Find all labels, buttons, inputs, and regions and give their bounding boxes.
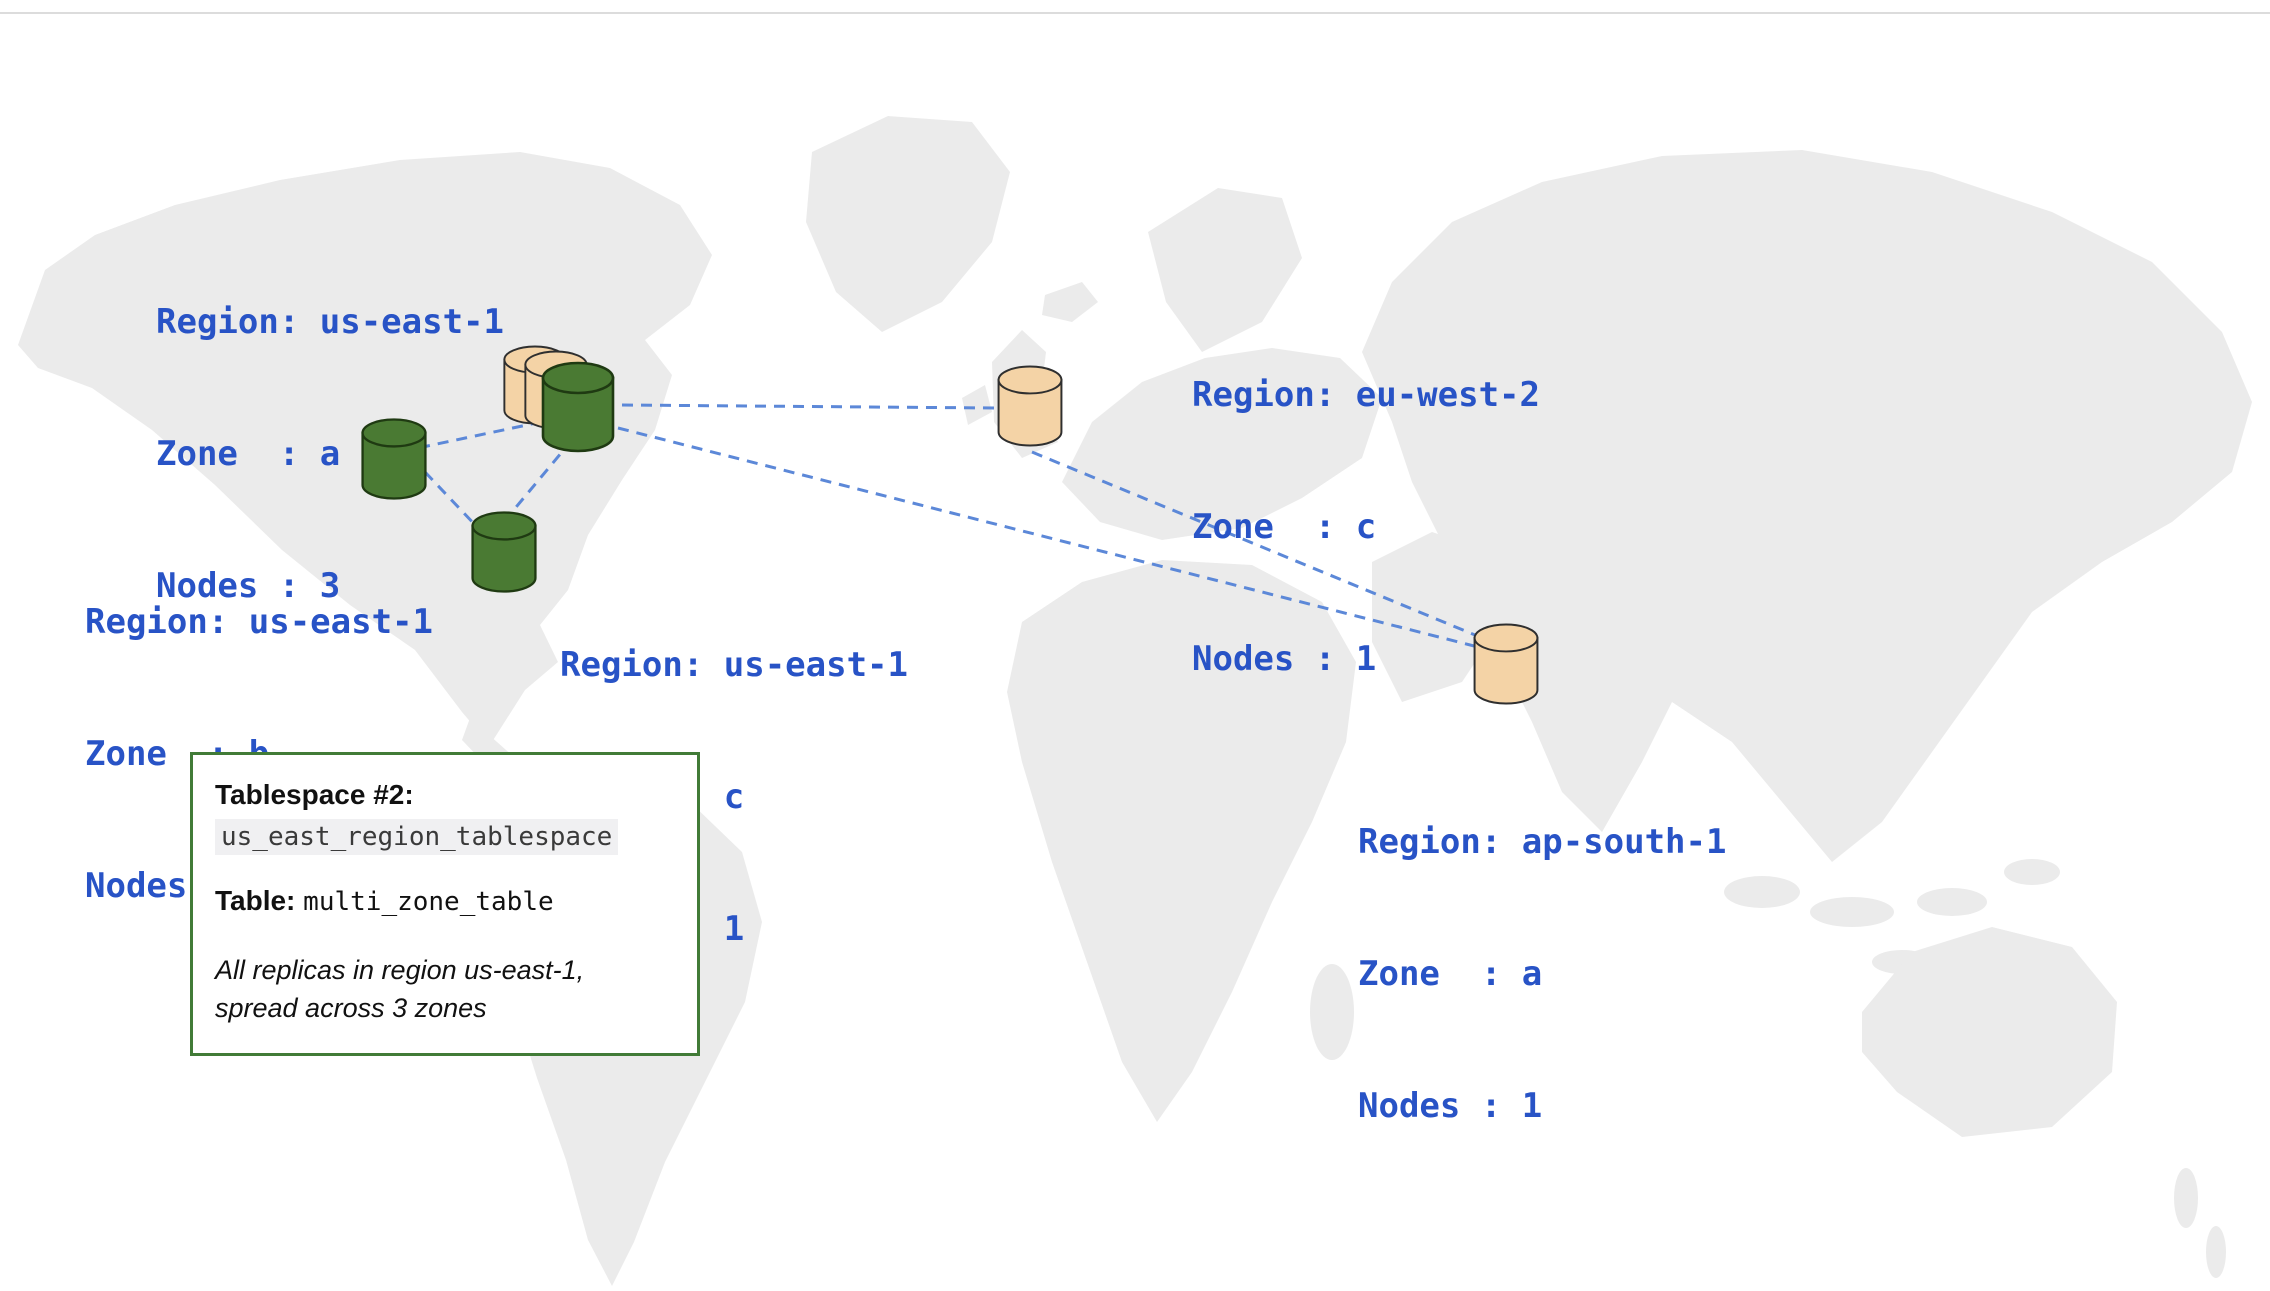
zone-label-zone: Zone : a (1358, 954, 1543, 994)
zone-label-us-east-1a: Region: us-east-1 Zone : a Nodes : 3 (156, 212, 504, 696)
db-node-cluster-us-east-1a (500, 342, 680, 472)
landmass-indonesia-1 (1724, 876, 1800, 908)
landmass-japan (2108, 390, 2148, 494)
landmass-madagascar (1310, 964, 1354, 1060)
continents (18, 116, 2252, 1286)
landmass-ireland (962, 385, 992, 425)
landmass-africa (1007, 560, 1356, 1122)
tablespace-info-box: Tablespace #2: us_east_region_tablespace… (190, 752, 700, 1056)
replication-link-a-ap (617, 426, 1483, 650)
database-node-icon (361, 418, 427, 500)
db-node-us-east-1c (468, 508, 542, 598)
landmass-iceland (1042, 282, 1098, 322)
tablespace-note-line-1: All replicas in region us-east-1, (215, 955, 585, 985)
db-node-ap-south-1a (1470, 620, 1544, 710)
tablespace-note-line-2: spread across 3 zones (215, 993, 487, 1023)
database-node-icon (471, 511, 537, 593)
table-label: Table: (215, 885, 296, 916)
zone-label-ap-south-1a: Region: ap-south-1 Zone : a Nodes : 1 (1358, 732, 1726, 1216)
zone-label-region: Region: ap-south-1 (1358, 822, 1727, 862)
tablespace-name: us_east_region_tablespace (215, 819, 619, 855)
landmass-australia (1862, 927, 2117, 1137)
zone-label-region: Region: us-east-1 (156, 302, 504, 342)
landmass-scandinavia (1148, 188, 1302, 352)
landmass-greenland (806, 116, 1010, 332)
replication-link-a-eu (621, 403, 997, 410)
replication-link-a-c (510, 439, 574, 513)
zone-label-zone: Zone : a (156, 434, 341, 474)
zone-label-region: Region: us-east-1 (85, 602, 433, 642)
replication-link-b-c (423, 470, 480, 530)
zone-label-region: Region: us-east-1 (560, 645, 908, 685)
table-line: Table: multi_zone_table (215, 885, 675, 917)
landmass-indonesia-4 (2004, 859, 2060, 885)
landmass-new-zealand-2 (2206, 1226, 2226, 1278)
tablespace-title: Tablespace #2: (215, 779, 414, 810)
zone-label-region: Region: eu-west-2 (1192, 375, 1540, 415)
zone-label-zone: Zone : c (1192, 507, 1377, 547)
landmass-new-zealand-1 (2174, 1168, 2198, 1228)
landmass-asia (1362, 150, 2252, 862)
landmass-europe (1062, 348, 1382, 540)
db-node-us-east-1b (358, 415, 432, 505)
zone-label-eu-west-2c: Region: eu-west-2 Zone : c Nodes : 1 (1192, 285, 1540, 769)
top-divider (0, 12, 2270, 14)
database-node-icon (541, 361, 615, 453)
zone-label-nodes: Nodes : 1 (1358, 1086, 1543, 1126)
database-node-icon (997, 365, 1063, 447)
zone-label-nodes: Nodes : 1 (1192, 639, 1377, 679)
replication-link-eu-ap (1031, 450, 1493, 644)
landmass-indonesia-2 (1810, 897, 1894, 927)
tablespace-note: All replicas in region us-east-1, spread… (215, 951, 675, 1027)
database-node-icon (1473, 623, 1539, 705)
landmass-indonesia-3 (1917, 888, 1987, 916)
table-name: multi_zone_table (303, 887, 554, 917)
zone-label-nodes: Nodes : 3 (156, 566, 341, 606)
db-node-eu-west-2c (994, 362, 1068, 452)
